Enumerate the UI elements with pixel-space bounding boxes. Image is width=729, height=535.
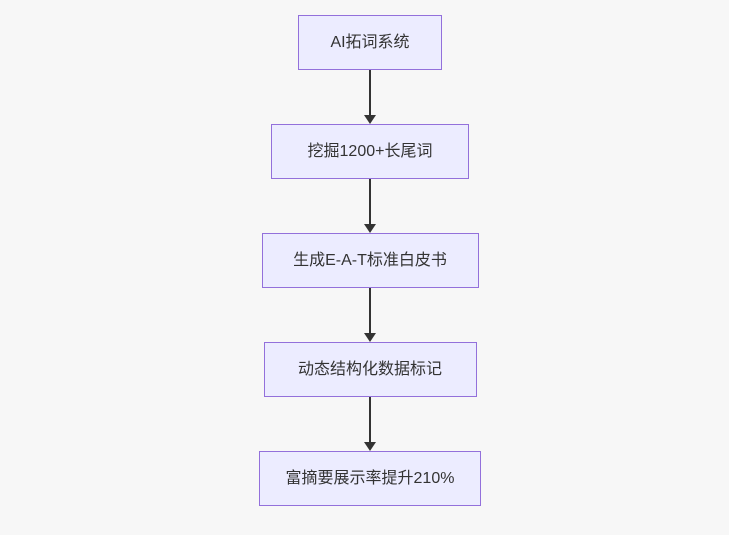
flow-node-4-label: 动态结构化数据标记	[297, 360, 442, 378]
arrow-line	[369, 397, 371, 443]
flow-node-3-label: 生成E-A-T标准白皮书	[293, 251, 447, 269]
flow-arrow-1	[364, 70, 376, 124]
flow-node-4: 动态结构化数据标记	[263, 342, 477, 397]
arrow-line	[369, 179, 371, 225]
flow-node-1: AI拓词系统	[298, 15, 442, 70]
flow-node-5: 富摘要展示率提升210%	[259, 451, 481, 506]
flow-node-3: 生成E-A-T标准白皮书	[261, 233, 479, 288]
flow-node-2: 挖掘1200+长尾词	[271, 124, 469, 179]
flow-node-2-label: 挖掘1200+长尾词	[307, 142, 433, 160]
flow-node-5-label: 富摘要展示率提升210%	[285, 469, 455, 487]
arrowhead-down-icon	[364, 224, 376, 233]
arrowhead-down-icon	[364, 115, 376, 124]
flow-arrow-2	[364, 179, 376, 233]
flowchart-column: AI拓词系统 挖掘1200+长尾词 生成E-A-T标准白皮书 动态结构化数据标记	[259, 15, 481, 506]
arrow-line	[369, 288, 371, 334]
flow-arrow-3	[364, 288, 376, 342]
arrowhead-down-icon	[364, 442, 376, 451]
flow-arrow-4	[364, 397, 376, 451]
arrowhead-down-icon	[364, 333, 376, 342]
arrow-line	[369, 70, 371, 116]
flow-node-1-label: AI拓词系统	[330, 33, 410, 51]
